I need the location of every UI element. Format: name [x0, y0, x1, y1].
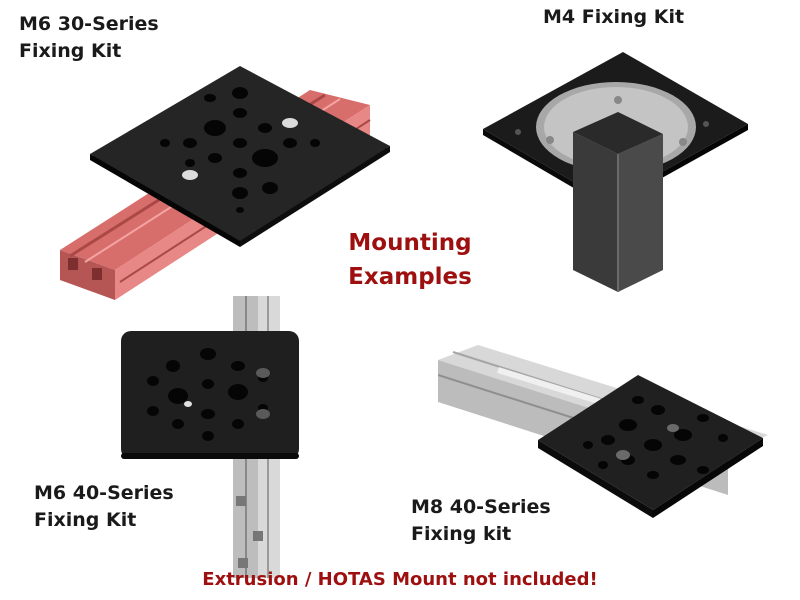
plate-icon: [121, 331, 299, 459]
title-line: Mounting: [348, 230, 472, 256]
m6-40-series-illustration: [121, 296, 299, 578]
label-line: Fixing kit: [411, 523, 512, 545]
m8-40-series-illustration: [438, 345, 768, 518]
m6-40-series-label: M6 40-Series Fixing Kit: [34, 480, 174, 534]
m4-illustration: [483, 52, 748, 292]
title-line: Examples: [348, 264, 472, 290]
label-line: M8 40-Series: [411, 496, 551, 518]
plate-icon: [538, 375, 763, 518]
m8-40-series-label: M8 40-Series Fixing kit: [411, 494, 551, 548]
mounting-examples-title: Mounting Examples: [310, 226, 510, 294]
m6-30-series-label: M6 30-Series Fixing Kit: [19, 11, 159, 65]
label-line: Fixing Kit: [34, 509, 137, 531]
m4-label: M4 Fixing Kit: [543, 4, 684, 31]
label-line: Fixing Kit: [19, 40, 122, 62]
footer-note: Extrusion / HOTAS Mount not included!: [202, 569, 598, 590]
label-line: M4 Fixing Kit: [543, 6, 685, 28]
label-line: M6 40-Series: [34, 482, 174, 504]
square-tube-icon: [573, 112, 663, 292]
plate-icon: [90, 66, 390, 247]
label-line: M6 30-Series: [19, 13, 159, 35]
m6-30-series-illustration: [60, 66, 390, 300]
